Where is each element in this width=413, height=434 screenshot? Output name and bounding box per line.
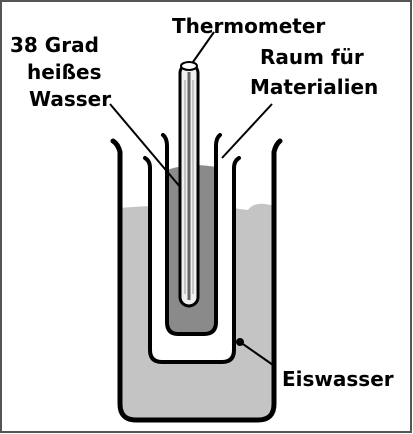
label-thermometer: Thermometer <box>172 14 325 38</box>
label-space-line2: Materialien <box>250 75 378 99</box>
ice-water-leader-dot <box>236 338 244 346</box>
label-hot-water-line2: heißes <box>27 60 102 84</box>
ice-water-leader <box>239 341 274 366</box>
inner-tube <box>161 133 222 336</box>
thermometer-leader <box>192 31 215 63</box>
outer-beaker <box>110 138 283 423</box>
label-ice-water: Eiswasser <box>282 367 394 391</box>
middle-container <box>143 156 241 364</box>
label-space-line1: Raum für <box>260 45 364 69</box>
hot-water-leader <box>109 103 182 189</box>
label-hot-water-line1: 38 Grad <box>10 33 99 57</box>
leader-lines <box>109 31 274 366</box>
label-hot-water-line3: Wasser <box>29 87 111 111</box>
space-leader <box>221 103 273 159</box>
thermometer <box>178 61 200 308</box>
